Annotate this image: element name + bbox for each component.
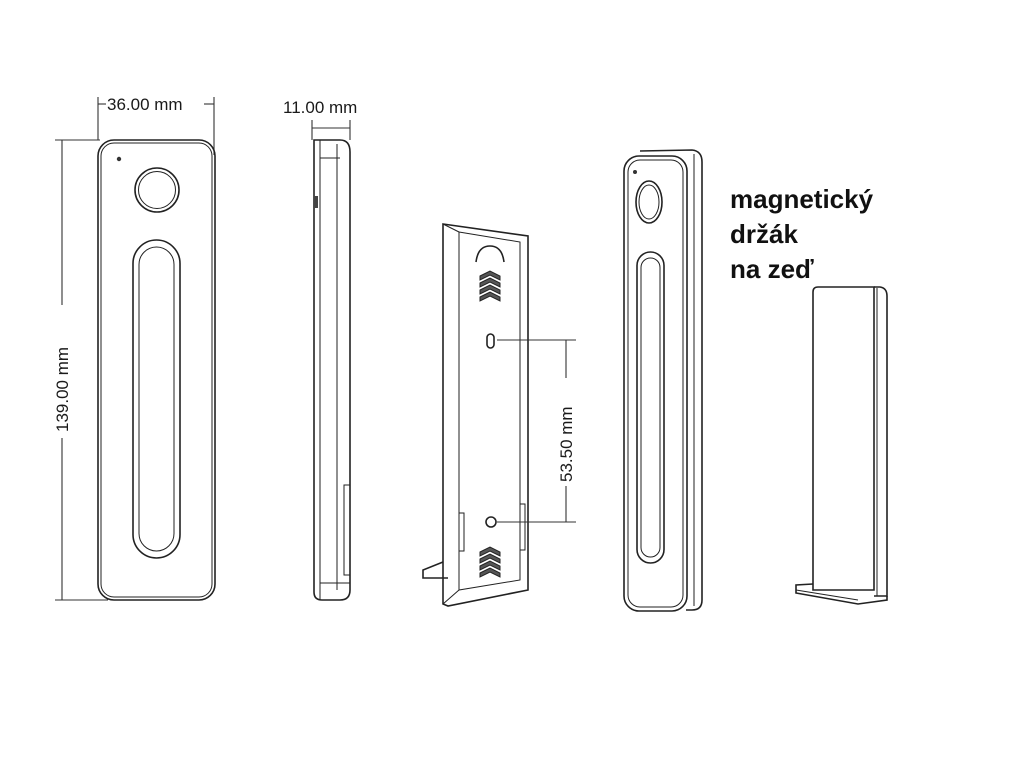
persp-slot-outer [636,251,665,564]
width-dimension-label: 36.00 mm [107,95,183,114]
side-lower-bump [343,484,351,576]
upper-chevrons [479,270,501,302]
plate-tab-right [519,503,526,551]
plate-tab-left [458,512,465,552]
height-dimension: 139.00 mm [53,139,108,601]
plate-top-notch [475,245,505,263]
plate-foot [422,561,448,579]
perspective-device [623,149,703,612]
persp-front-inner [627,159,684,608]
label-line-2: držák [730,219,798,249]
wall-holder-label: magnetický držák na zeď [730,182,873,287]
hole-spacing-label: 53.50 mm [557,406,576,482]
front-body-inner-edge [100,142,213,598]
label-line-1: magnetický [730,184,874,214]
holder-base [795,583,888,605]
holder-side-face [874,286,888,597]
sensor-ring-inner [138,171,176,209]
mounting-hole-lower [485,516,497,528]
mounting-hole-upper [486,333,495,349]
persp-slot-inner [640,257,661,558]
width-dimension: 36.00 mm [97,95,215,155]
depth-dimension-label: 11.00 mm [283,98,357,117]
side-body-outline [313,139,351,601]
persp-front-face [623,155,688,612]
persp-sensor-inner [638,184,660,220]
label-line-3: na zeď [730,254,814,284]
side-view: 11.00 mm [283,98,357,601]
persp-sensor-outer [635,180,663,224]
plate-inner-frame [458,231,521,591]
lower-chevrons [479,546,501,578]
holder-base-edge [795,589,859,601]
sensor-ring-outer [134,167,180,213]
persp-led [633,170,637,174]
front-view: 36.00 mm 139.00 mm [53,95,216,601]
depth-dimension: 11.00 mm [283,98,357,140]
persp-back-edge [639,149,703,611]
wall-holder [795,286,888,605]
plate-outline [442,223,529,607]
hole-spacing-dimension: 53.50 mm [497,339,576,523]
mounting-plate: 53.50 mm [422,223,576,607]
led-indicator [116,156,122,162]
front-slot-inner [138,246,175,552]
front-slot-outer [132,239,181,559]
holder-front-face [812,286,875,591]
height-dimension-label: 139.00 mm [53,347,72,432]
front-body-outline [97,139,216,601]
plate-bottom-lip [442,589,460,605]
side-bump [314,196,318,208]
plate-top-lip [442,223,460,233]
